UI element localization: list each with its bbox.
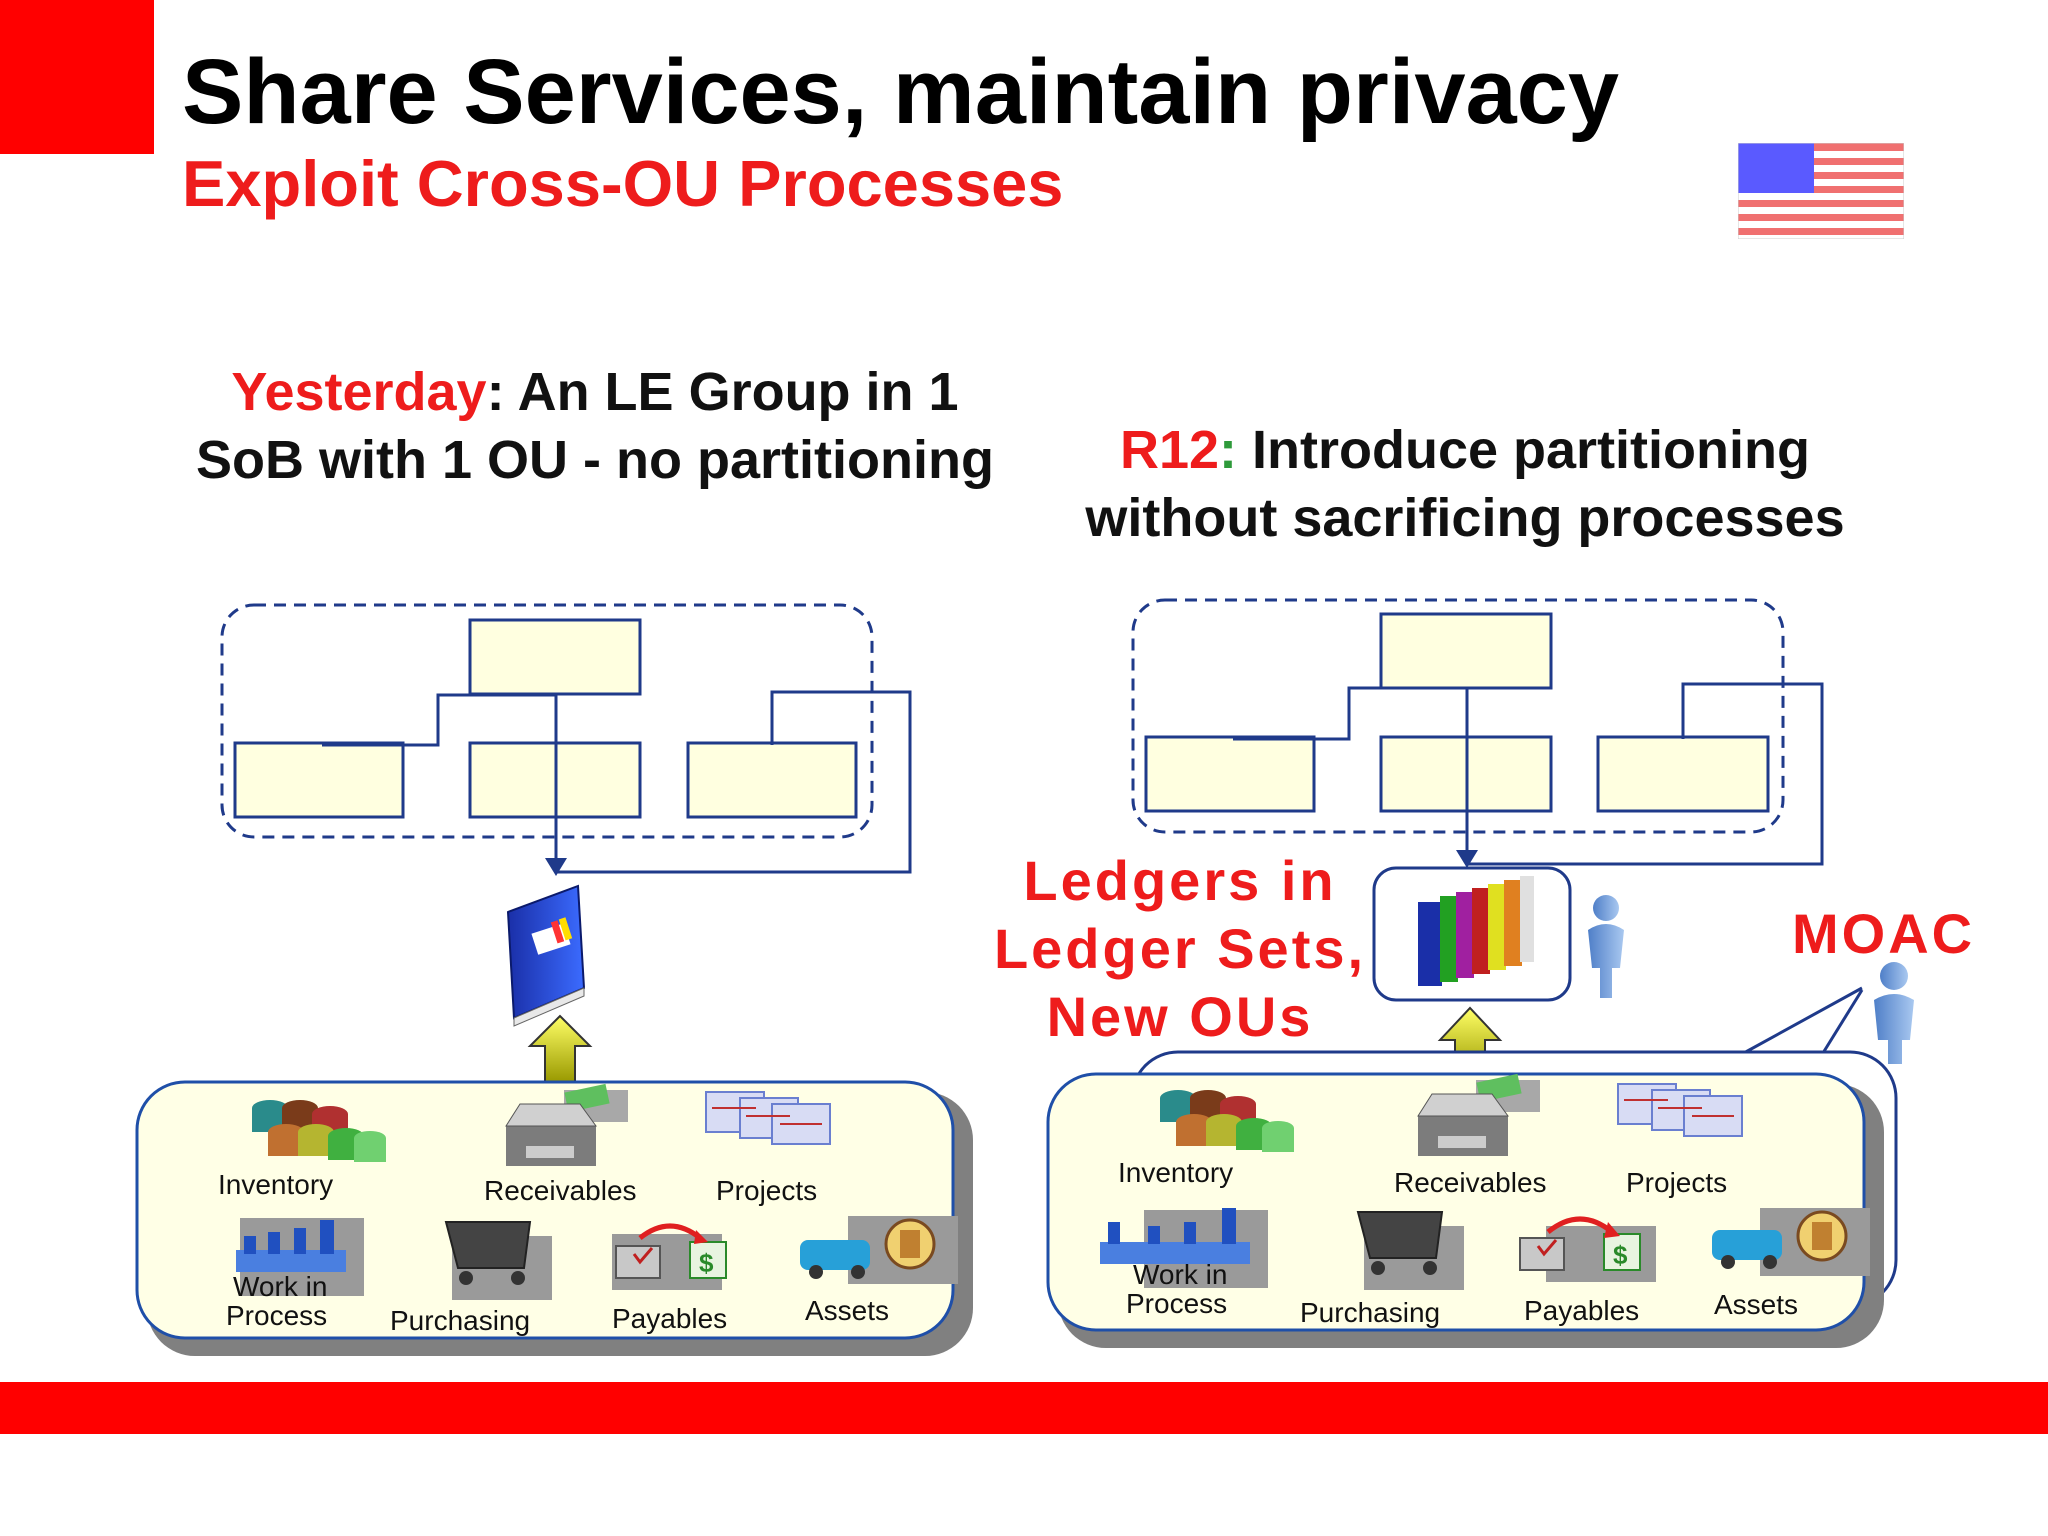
- right-org-boundary: [1131, 598, 1785, 834]
- right-org-box-top: [1379, 612, 1553, 690]
- inventory-icon-right: [1160, 1090, 1294, 1152]
- ledgers-callout-line3: New OUs: [1046, 985, 1314, 1048]
- right-label-process: Process: [1126, 1288, 1227, 1319]
- page-subtitle: Exploit Cross-OU Processes: [182, 147, 1064, 220]
- bottom-red-bar: [0, 1382, 2048, 1434]
- left-heading-highlight: Yesterday: [231, 362, 487, 422]
- ledgers-callout-line2: Ledger Sets,: [993, 917, 1367, 980]
- right-label-work-in: Work in: [1133, 1259, 1227, 1290]
- right-heading-line1: Introduce partitioning: [1237, 420, 1810, 480]
- ledgers-callout: Ledgers in Ledger Sets, New OUs: [960, 847, 1400, 1051]
- purchasing-icon: [444, 1221, 552, 1300]
- left-label-assets: Assets: [805, 1295, 889, 1326]
- payables-icon-right: $: [1519, 1216, 1656, 1282]
- right-org-box-right: [1596, 735, 1770, 813]
- ledgers-callout-line1: Ledgers in: [1023, 849, 1337, 912]
- work-in-process-icon-right: [1100, 1208, 1268, 1288]
- right-connector-arrowhead: [1456, 850, 1478, 868]
- left-org-chart: [220, 603, 912, 876]
- left-label-inventory: Inventory: [218, 1169, 333, 1200]
- left-panel-heading: Yesterday: An LE Group in 1 SoB with 1 O…: [150, 358, 1040, 494]
- right-label-inventory: Inventory: [1118, 1157, 1233, 1188]
- right-label-receivables: Receivables: [1394, 1167, 1547, 1198]
- right-heading-line2: without sacrificing processes: [1085, 488, 1845, 548]
- payables-icon: $: [612, 1223, 727, 1290]
- receivables-icon: [505, 1083, 628, 1166]
- projects-icon-right: [1617, 1083, 1743, 1137]
- svg-text:$: $: [1613, 1240, 1628, 1270]
- us-flag-icon: [1738, 143, 1904, 239]
- receivables-icon-right: [1417, 1073, 1540, 1156]
- left-heading-line1: : An LE Group in 1: [486, 362, 959, 422]
- left-label-purchasing: Purchasing: [390, 1305, 530, 1336]
- left-label-process: Process: [226, 1300, 327, 1331]
- right-org-box-left: [1144, 735, 1316, 813]
- right-label-projects: Projects: [1626, 1167, 1727, 1198]
- left-label-projects: Projects: [716, 1175, 817, 1206]
- left-heading-line2: SoB with 1 OU - no partitioning: [196, 430, 994, 490]
- assets-icon-right: [1712, 1208, 1870, 1276]
- right-heading-colon: :: [1219, 420, 1238, 480]
- left-label-payables: Payables: [612, 1303, 727, 1334]
- right-label-assets: Assets: [1714, 1289, 1798, 1320]
- svg-text:$: $: [699, 1248, 714, 1278]
- page-title: Share Services, maintain privacy: [182, 41, 1620, 143]
- person-icon: [1588, 895, 1624, 998]
- right-label-payables: Payables: [1524, 1295, 1639, 1326]
- blue-book-icon: [506, 884, 586, 1027]
- right-org-chart: [1131, 598, 1824, 868]
- purchasing-icon-right: [1356, 1211, 1464, 1290]
- moac-person-icon: [1874, 962, 1914, 1064]
- left-connector-arrowhead: [545, 858, 567, 876]
- assets-icon: [800, 1216, 958, 1284]
- left-org-box-top: [468, 618, 642, 696]
- left-up-arrow-icon: [527, 1014, 593, 1083]
- right-heading-highlight: R12: [1119, 420, 1220, 480]
- moac-label: MOAC: [1792, 902, 1976, 965]
- red-corner-block: [0, 0, 154, 154]
- left-org-box-left: [233, 741, 405, 819]
- projects-icon: [705, 1091, 831, 1145]
- right-panel-heading: R12: Introduce partitioning without sacr…: [1020, 416, 1910, 552]
- left-label-receivables: Receivables: [484, 1175, 637, 1206]
- right-label-purchasing: Purchasing: [1300, 1297, 1440, 1328]
- left-org-boundary: [220, 603, 874, 839]
- left-label-work-in: Work in: [233, 1271, 327, 1302]
- inventory-icon: [252, 1100, 386, 1162]
- colored-books-icon: [1418, 876, 1534, 986]
- work-in-process-icon: [236, 1218, 364, 1296]
- left-org-box-right: [686, 741, 858, 819]
